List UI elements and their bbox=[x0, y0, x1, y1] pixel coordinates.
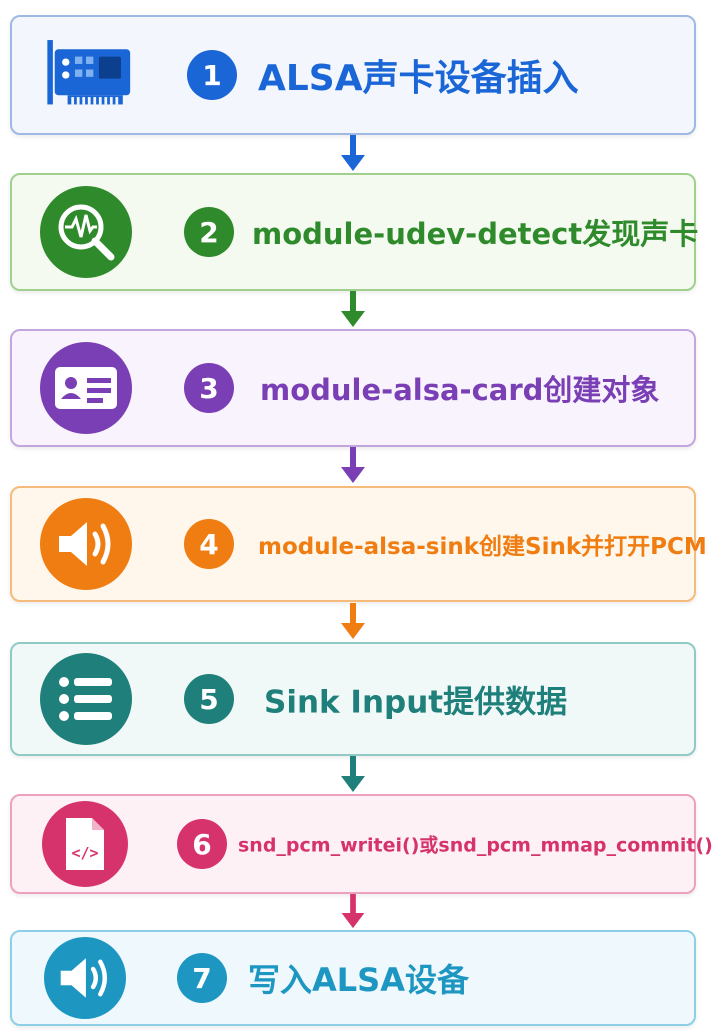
arrow-down-icon bbox=[341, 291, 365, 327]
arrow-down-icon bbox=[341, 135, 365, 171]
step-title: 写入ALSA设备 bbox=[248, 961, 469, 999]
step-5-box: 5 Sink Input提供数据 bbox=[10, 642, 696, 756]
step-number: 4 bbox=[184, 519, 234, 569]
code-file-icon: </> bbox=[42, 801, 128, 887]
arrow-down-icon bbox=[341, 894, 365, 929]
arrow-down-icon bbox=[341, 603, 365, 639]
step-title: module-alsa-card创建对象 bbox=[260, 373, 660, 407]
step-number: 2 bbox=[184, 207, 234, 257]
svg-text:</>: </> bbox=[71, 844, 98, 862]
arrow-down-icon bbox=[341, 447, 365, 483]
step-number: 6 bbox=[177, 819, 227, 869]
step-title: Sink Input提供数据 bbox=[264, 684, 568, 721]
step-number: 5 bbox=[184, 674, 234, 724]
step-number: 7 bbox=[177, 953, 227, 1003]
speaker-icon bbox=[44, 937, 126, 1019]
step-7-box: 7 写入ALSA设备 bbox=[10, 930, 696, 1026]
step-4-box: 4 module-alsa-sink创建Sink并打开PCM bbox=[10, 486, 707, 602]
speaker-icon bbox=[40, 498, 132, 590]
step-title: snd_pcm_writei()或snd_pcm_mmap_commit() bbox=[238, 834, 713, 857]
id-card-icon bbox=[40, 342, 132, 434]
step-3-box: 3 module-alsa-card创建对象 bbox=[10, 329, 696, 447]
step-number: 1 bbox=[187, 50, 237, 100]
step-title: module-alsa-sink创建Sink并打开PCM bbox=[258, 534, 707, 560]
arrow-down-icon bbox=[341, 756, 365, 792]
step-6-box: </> 6 snd_pcm_writei()或snd_pcm_mmap_comm… bbox=[10, 794, 713, 894]
step-1-box: 1 ALSA声卡设备插入 bbox=[10, 15, 696, 135]
list-icon bbox=[40, 653, 132, 745]
step-number: 3 bbox=[184, 363, 234, 413]
step-title: ALSA声卡设备插入 bbox=[258, 58, 579, 99]
step-title: module-udev-detect发现声卡 bbox=[252, 217, 699, 251]
step-2-box: 2 module-udev-detect发现声卡 bbox=[10, 173, 699, 291]
waveform-magnifier-icon bbox=[40, 186, 132, 278]
sound-card-icon bbox=[40, 29, 132, 121]
